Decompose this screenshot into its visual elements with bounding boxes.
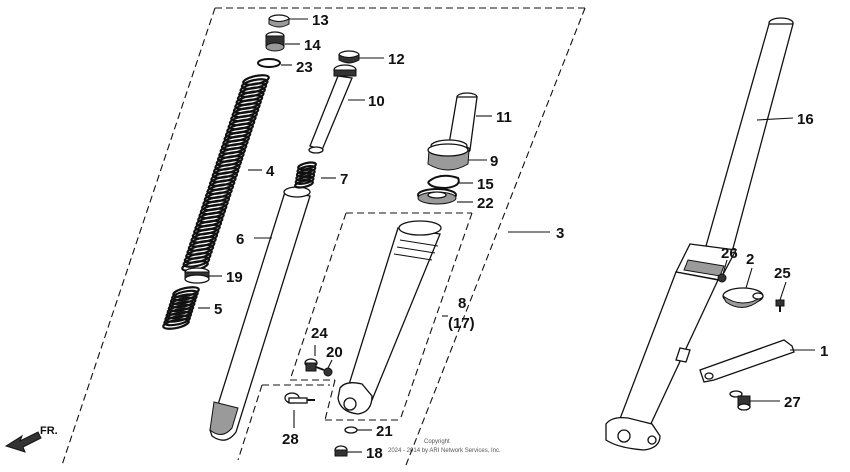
part-25-bolt — [775, 299, 785, 312]
part-23-o-ring — [257, 58, 281, 68]
part-20-washer — [323, 367, 333, 377]
callout-11: 11 — [496, 109, 512, 126]
part-28-drain-bolt — [284, 392, 315, 404]
front-direction-indicator: FR. — [4, 425, 58, 453]
part-6-fork-pipe — [209, 186, 311, 441]
part-2-stay — [722, 287, 764, 308]
callout-7: 7 — [340, 171, 348, 188]
part-18-bolt — [334, 445, 348, 457]
callout-23: 23 — [296, 59, 313, 76]
copyright-notice: Copyright 2024 - 2014 by ARI Network Ser… — [388, 439, 501, 454]
callout-8: 8 — [458, 295, 466, 312]
callout-25: 25 — [774, 265, 791, 282]
part-14-plug — [265, 31, 285, 52]
spring-coil — [182, 256, 211, 268]
callout-15: 15 — [477, 176, 494, 193]
callout-3: 3 — [556, 225, 564, 242]
callout-24: 24 — [311, 325, 328, 342]
callout-26: 26 — [721, 245, 738, 262]
callout-9: 9 — [490, 153, 498, 170]
part-27-bolt — [729, 390, 751, 411]
spring-coil — [294, 179, 314, 189]
spring-coil — [162, 318, 190, 330]
copyright-line-2: 2024 - 2014 by ARI Network Services, Inc… — [388, 448, 501, 454]
part-15-snap-ring — [427, 174, 460, 190]
callout-4: 4 — [266, 163, 275, 180]
callout-20: 20 — [326, 344, 343, 361]
part-9-oil-seal — [427, 139, 470, 171]
callout-14: 14 — [304, 37, 321, 54]
callout-2: 2 — [746, 251, 754, 268]
part-1-bracket — [699, 339, 795, 383]
callout-5: 5 — [214, 301, 222, 318]
part-4-spring — [181, 74, 270, 272]
part-24-bolt — [304, 358, 325, 372]
callout-13: 13 — [312, 12, 329, 29]
callout-16: 16 — [797, 111, 814, 128]
callout-21: 21 — [376, 423, 393, 440]
callout-22: 22 — [477, 195, 494, 212]
spring-coil — [294, 175, 315, 185]
callout-8-alt: (17) — [448, 315, 475, 332]
callout-10: 10 — [368, 93, 385, 110]
part-7-rebound-spring — [294, 161, 317, 189]
part-26-washer — [717, 273, 727, 283]
part-21-washer — [344, 426, 358, 434]
callout-19: 19 — [226, 269, 243, 286]
part-22-washer — [417, 188, 457, 205]
assembly-outline-3 — [61, 7, 586, 466]
copyright-line-1: Copyright — [424, 439, 450, 445]
part-13-cap — [268, 14, 290, 28]
arrow-left-icon — [4, 431, 42, 453]
part-12-nut — [338, 50, 360, 64]
callout-12: 12 — [388, 51, 405, 68]
part-10-damper-rod — [308, 64, 357, 154]
callout-28: 28 — [282, 431, 299, 448]
leader-lines — [198, 18, 815, 453]
part-16-fork-assembly — [605, 17, 794, 451]
callout-27: 27 — [784, 394, 801, 411]
callout-18: 18 — [366, 445, 383, 462]
part-19-spacer — [184, 267, 210, 284]
part-5-spring — [162, 286, 200, 330]
direction-label: FR. — [40, 425, 58, 437]
callout-6: 6 — [236, 231, 244, 248]
part-8-fork-slider — [337, 220, 442, 415]
callout-1: 1 — [820, 343, 828, 360]
callout-labels: 13 14 23 12 10 11 9 15 22 4 7 6 19 5 3 8… — [214, 12, 828, 462]
